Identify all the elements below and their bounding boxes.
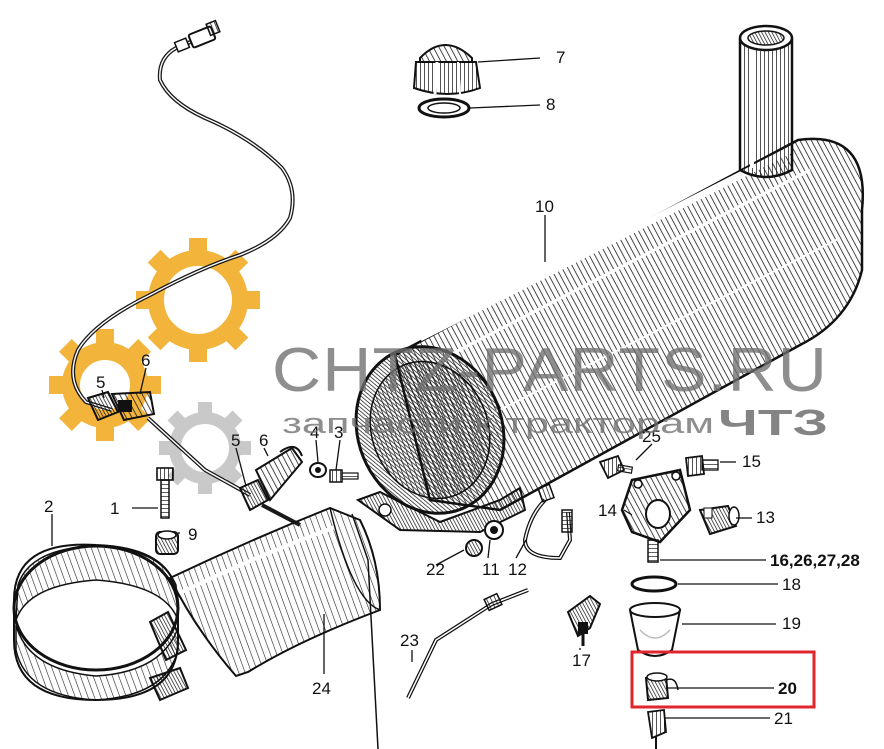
label-part-11: 11 <box>482 560 500 579</box>
gear-icon <box>49 329 161 441</box>
watermark-tagline: запчасти к тракторам <box>282 408 714 440</box>
label-part-15: 15 <box>742 452 761 471</box>
cap-nut-7 <box>412 44 482 95</box>
label-part-5-upper: 5 <box>96 373 105 392</box>
leader-lines <box>51 57 778 719</box>
label-part-8: 8 <box>546 95 555 114</box>
filter-bowl-19 <box>628 602 682 657</box>
highlight-box[interactable] <box>630 650 816 709</box>
bolt-15 <box>685 454 719 478</box>
label-part-5-lower: 5 <box>231 431 240 450</box>
pipe-23 <box>406 588 529 699</box>
label-part-6-upper: 6 <box>141 351 150 370</box>
gear-icon <box>136 238 260 362</box>
watermark-site-name: CHTZ-PARTS.RU <box>272 336 828 405</box>
callout-labels: 7 8 10 5 6 5 6 1 9 4 3 2 24 22 11 12 23 … <box>44 48 860 728</box>
o-ring-18 <box>630 575 678 593</box>
label-part-16: 16,26,27,28 <box>770 551 860 570</box>
label-part-2: 2 <box>44 497 53 516</box>
stud-16 <box>647 539 659 563</box>
label-part-24: 24 <box>312 679 331 698</box>
washer-11 <box>484 520 504 540</box>
pipe-end-fitting <box>173 19 221 53</box>
nut-22 <box>465 539 483 557</box>
drain-plug-20 <box>644 672 679 702</box>
label-part-25: 25 <box>642 427 661 446</box>
watermark-gears <box>49 238 260 494</box>
pipe-clamp-upper <box>86 390 156 422</box>
label-part-17: 17 <box>572 651 591 670</box>
drain-valve-17 <box>566 594 602 646</box>
leader-line <box>351 513 379 749</box>
label-part-18: 18 <box>782 575 801 594</box>
muffler-10 <box>354 137 865 534</box>
label-part-9: 9 <box>188 525 197 544</box>
fuel-pipe <box>71 36 301 527</box>
heat-shield-24 <box>168 506 382 678</box>
label-part-20: 20 <box>778 679 797 698</box>
bolt-25 <box>598 454 634 480</box>
label-part-22: 22 <box>426 560 445 579</box>
label-part-6-lower: 6 <box>259 431 268 450</box>
screw-21 <box>646 708 667 749</box>
bolt-3 <box>329 469 359 483</box>
label-part-23: 23 <box>400 631 419 650</box>
label-part-1: 1 <box>110 499 119 518</box>
watermark-logo: ЧТЗ <box>718 402 828 443</box>
label-part-19: 19 <box>782 614 801 633</box>
fitting-13 <box>698 504 740 536</box>
label-part-13: 13 <box>756 508 775 527</box>
clamp-band-2 <box>12 543 190 702</box>
label-part-21: 21 <box>774 709 793 728</box>
nut-9 <box>155 530 179 555</box>
label-part-7: 7 <box>556 48 565 67</box>
bolt-1 <box>156 467 174 519</box>
washer-4 <box>309 462 327 478</box>
label-part-3: 3 <box>334 423 343 442</box>
exhaust-outlet <box>738 24 794 179</box>
label-part-4: 4 <box>310 423 319 442</box>
label-part-12: 12 <box>508 560 527 579</box>
washer-8 <box>417 97 471 119</box>
label-part-10: 10 <box>535 197 554 216</box>
drain-fitting-12 <box>522 483 573 561</box>
filter-housing-14 <box>620 468 692 544</box>
label-part-14: 14 <box>598 501 617 520</box>
watermark: CHTZ-PARTS.RU запчасти к тракторам ЧТЗ <box>272 336 828 443</box>
pipe-clamp-lower <box>238 445 304 512</box>
